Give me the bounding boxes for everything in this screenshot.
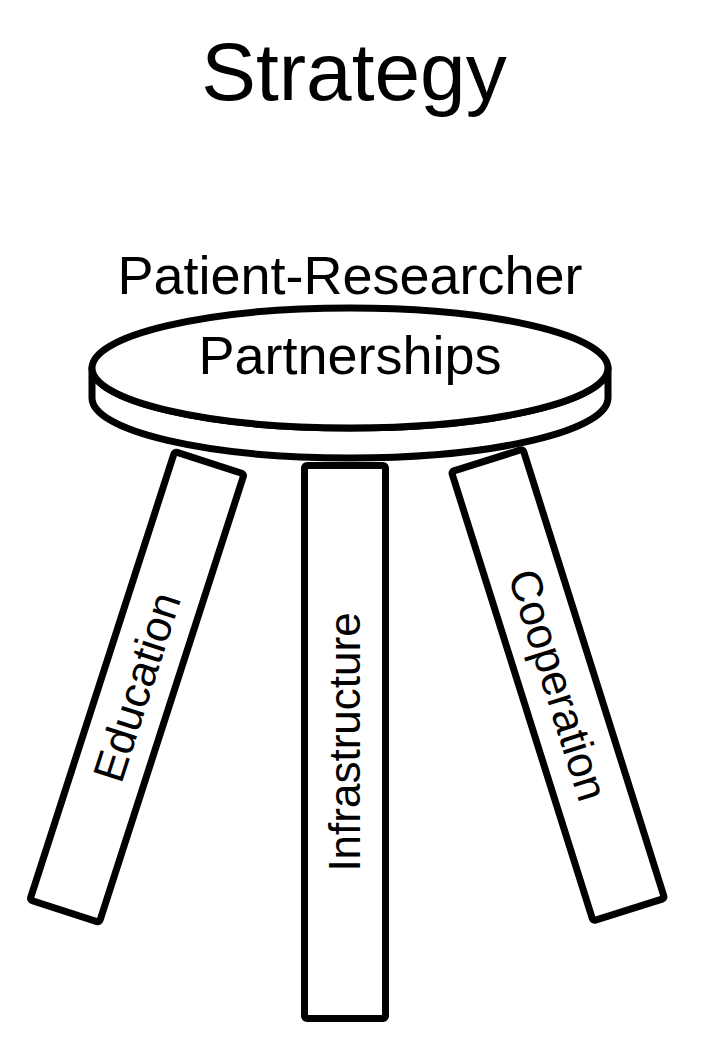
seat-label: Patient-Researcher Partnerships [90, 235, 610, 395]
stool-leg: Cooperation [447, 445, 669, 926]
leg-label: Education [83, 586, 191, 788]
stool-leg: Infrastructure [301, 462, 389, 1022]
stool-leg: Education [25, 447, 248, 926]
stool-seat: Patient-Researcher Partnerships [80, 230, 620, 470]
leg-label: Cooperation [498, 563, 618, 807]
leg-label: Infrastructure [320, 612, 370, 871]
title: Strategy [0, 22, 708, 122]
